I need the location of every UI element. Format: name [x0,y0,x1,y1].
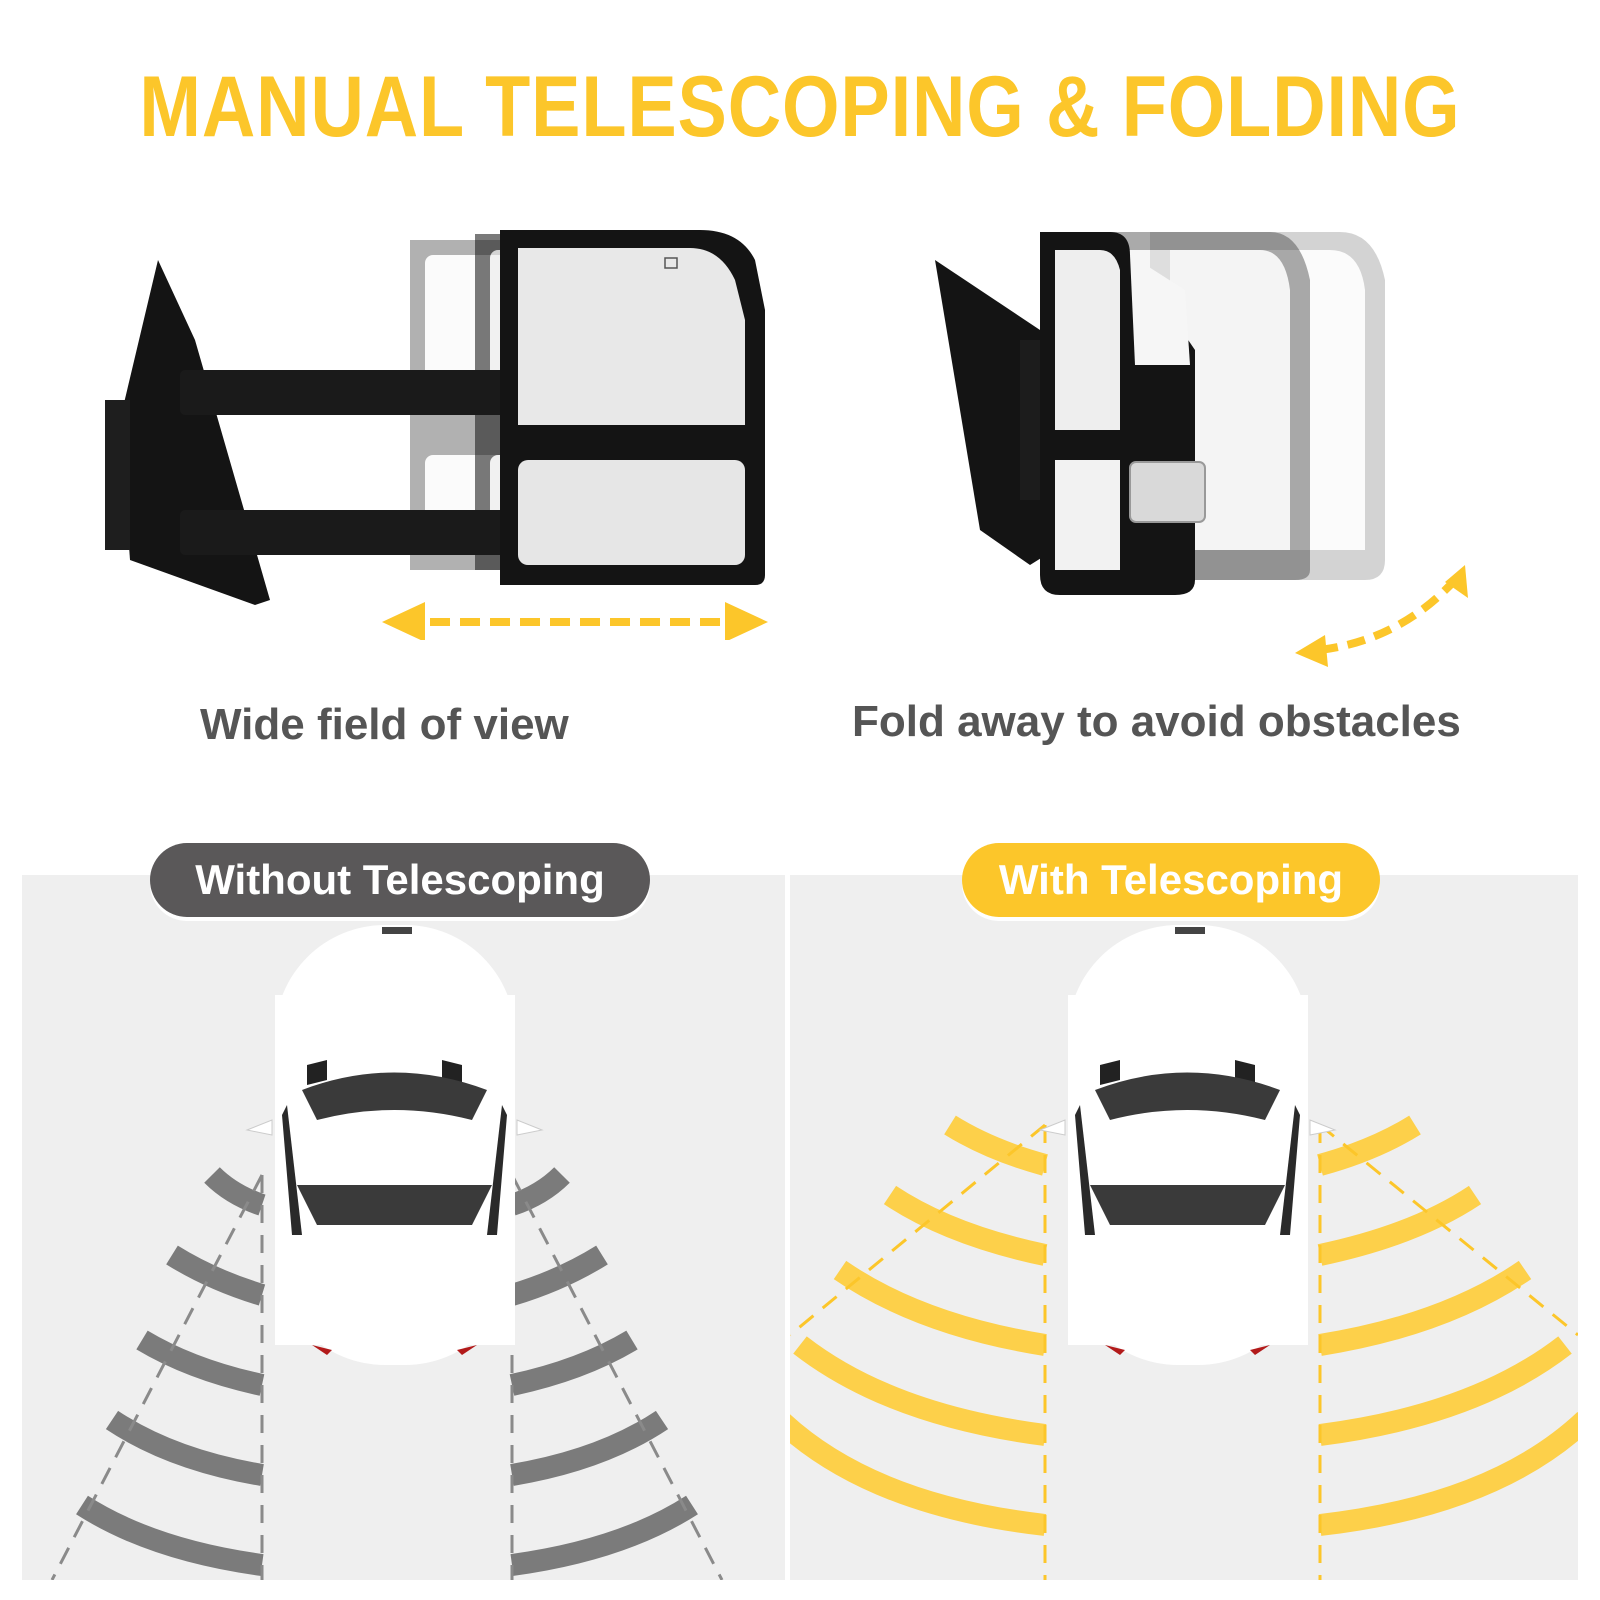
double-arrow-horizontal-icon [382,602,768,640]
telescoping-mirror-illustration [105,230,768,640]
page-title: MANUAL TELESCOPING & FOLDING [139,59,1461,155]
folding-mirror-illustration [935,232,1468,667]
badge-with-telescoping: With Telescoping [962,843,1380,917]
car-top-view-wide-view [790,925,1578,1580]
feature-caption-fold-away: Fold away to avoid obstacles [852,697,1461,746]
car-icon [1038,925,1337,1365]
comparison-panel-without [22,875,785,1580]
badge-without-telescoping: Without Telescoping [150,843,650,917]
double-arrow-curved-icon [1295,565,1468,667]
comparison-panel-with [790,875,1578,1580]
feature-caption-wide-view: Wide field of view [200,700,569,749]
car-top-view-narrow-view [50,925,724,1580]
car-icon [245,925,544,1365]
